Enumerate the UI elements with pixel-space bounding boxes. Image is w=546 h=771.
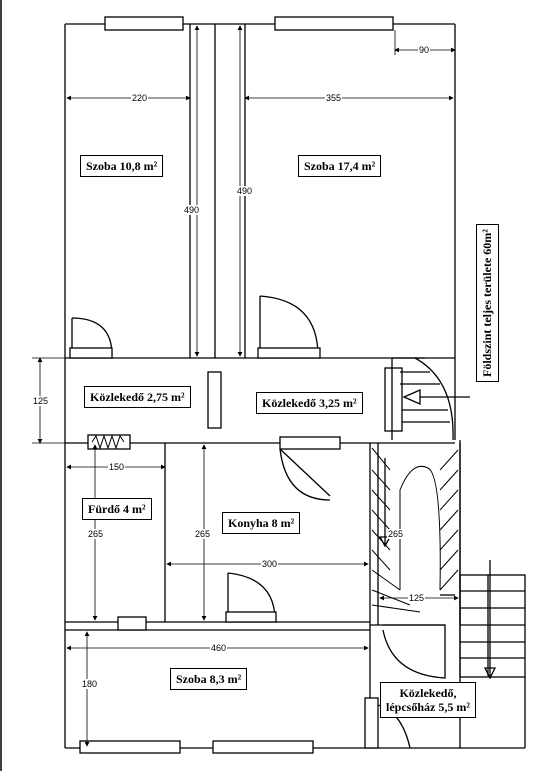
door-swing: [382, 624, 446, 679]
exterior-stairs: [459, 574, 526, 678]
room-label-kozlekedo-1: Közlekedő 2,75 m²: [84, 386, 191, 408]
room-label-line: lépcsőház 5,5 m²: [386, 700, 470, 714]
dimension-label: 90: [418, 45, 431, 55]
stair-block: [384, 367, 403, 432]
room-label-kozlekedo-2: Közlekedő 3,25 m²: [256, 392, 363, 414]
room-label-szoba-1: Szoba 10,8 m²: [80, 155, 164, 177]
stair-arrow: [402, 389, 421, 405]
stair-arrow: [378, 536, 392, 548]
dimension-label: 355: [325, 93, 343, 103]
room-label-szoba-2: Szoba 17,4 m²: [298, 155, 382, 177]
door-post: [364, 697, 379, 749]
window: [274, 16, 394, 31]
dimension-label: 490: [183, 205, 201, 215]
dimension-label: 300: [261, 559, 279, 569]
dimension-label: 125: [32, 396, 50, 406]
vent: [117, 616, 147, 631]
door-leaf: [257, 347, 321, 359]
room-label-kozlekedo-lepcsohaz: Közlekedő, lépcsőház 5,5 m²: [380, 682, 476, 718]
window: [212, 740, 314, 754]
door-leaf: [225, 611, 277, 623]
dimension-label: 460: [210, 643, 228, 653]
dimension-label: 490: [236, 186, 254, 196]
room-label-line: Közlekedő,: [399, 686, 457, 700]
dimension-label: 125: [408, 593, 426, 603]
dimension-label: 180: [81, 679, 99, 689]
window: [104, 16, 184, 31]
stair-arrow: [483, 667, 497, 680]
dimension-label: 265: [387, 529, 405, 539]
corridor-pillar: [207, 371, 222, 429]
door-frame: [279, 436, 341, 450]
door-leaf: [69, 347, 113, 359]
stair-outline: [391, 357, 454, 441]
dimension-label: 265: [87, 529, 105, 539]
dimension-label: 220: [131, 93, 149, 103]
door-swing: [279, 448, 331, 501]
room-label-furdo: Fürdő 4 m²: [82, 498, 152, 520]
room-label-szoba-3: Szoba 8,3 m²: [170, 668, 248, 690]
dimension-label: 150: [108, 462, 126, 472]
window: [79, 740, 181, 754]
total-area-label: Földszint teljes területe 60m²: [476, 224, 499, 382]
stair-steps: [439, 449, 459, 591]
room-label-konyha: Konyha 8 m²: [222, 512, 301, 534]
dimension-label: 265: [194, 529, 212, 539]
